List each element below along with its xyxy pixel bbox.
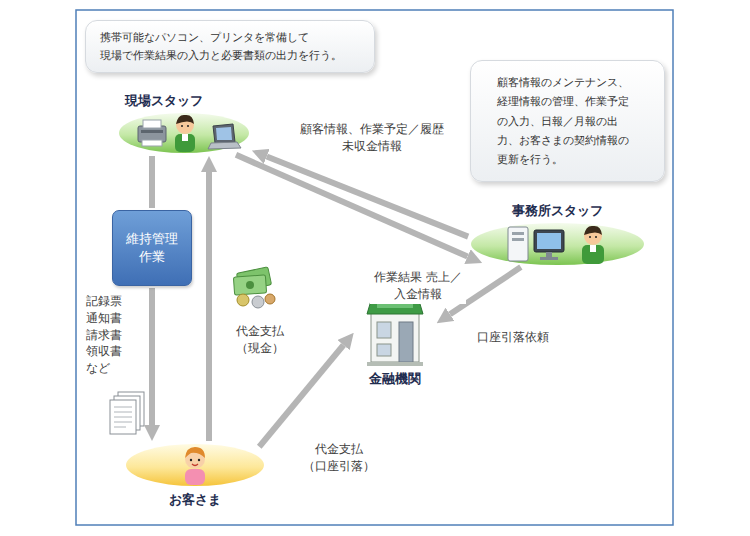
- staff-ellipse: 事務所スタッフ: [470, 222, 645, 266]
- flow-arrow: [206, 172, 212, 441]
- flow-label: 口座引落依頼: [468, 328, 558, 347]
- flow-arrow: [259, 345, 343, 447]
- flow-arrow: [236, 155, 468, 257]
- flow-label: 作業結果 売上／入金情報: [370, 268, 466, 304]
- flow-label: 顧客情報、作業予定／履歴 未収金情報: [292, 120, 452, 156]
- bank-node: 金融機関: [355, 290, 435, 388]
- node-text: お客さま: [169, 491, 221, 509]
- flow-label: 記録票 通知書 請求書 領収書 など: [84, 292, 124, 378]
- frame: [76, 10, 673, 525]
- node-text: 維持管理作業: [124, 230, 180, 266]
- flow-label: 代金支払 （口座引落）: [298, 440, 380, 476]
- node-heading: お客さま: [169, 491, 221, 509]
- node-heading: 事務所スタッフ: [512, 202, 603, 220]
- flow-arrow: [149, 288, 155, 425]
- figure-icon: [138, 115, 241, 152]
- node-text: 事務所スタッフ: [512, 202, 603, 220]
- flow-arrow: [149, 156, 155, 208]
- note-callout: 顧客情報のメンテナンス、経理情報の管理、作業予定の入力、日報／月報の出力、お客さ…: [470, 60, 665, 182]
- staff-ellipse: 現場スタッフ: [118, 112, 250, 154]
- ellipse-fill: [471, 223, 644, 265]
- process-box: 維持管理作業: [112, 210, 192, 286]
- node-text: 金融機関: [355, 370, 435, 388]
- node-text: 携帯可能なパソコン、プリンタを常備して 現場で作業結果の入力と必要書類の出力を行…: [100, 29, 360, 64]
- note-callout: 携帯可能なパソコン、プリンタを常備して 現場で作業結果の入力と必要書類の出力を行…: [85, 20, 375, 73]
- ellipse-shape: [125, 443, 265, 487]
- cash-icon: [233, 267, 275, 308]
- node-heading: 現場スタッフ: [125, 92, 203, 110]
- figure-icon: [185, 447, 205, 485]
- figure-icon: [508, 226, 604, 264]
- flow-label: 代金支払 （現金）: [224, 322, 296, 358]
- ellipse-fill: [126, 444, 264, 486]
- ellipse-shape: [470, 222, 645, 266]
- node-text: 現場スタッフ: [125, 92, 203, 110]
- ellipse-shape: [118, 112, 250, 154]
- flow-arrow: [267, 156, 468, 236]
- ellipse-fill: [119, 113, 249, 153]
- documents-icon: [110, 392, 144, 434]
- node-text: 顧客情報のメンテナンス、経理情報の管理、作業予定の入力、日報／月報の出力、お客さ…: [497, 73, 636, 169]
- customer-ellipse: お客さま: [125, 443, 265, 487]
